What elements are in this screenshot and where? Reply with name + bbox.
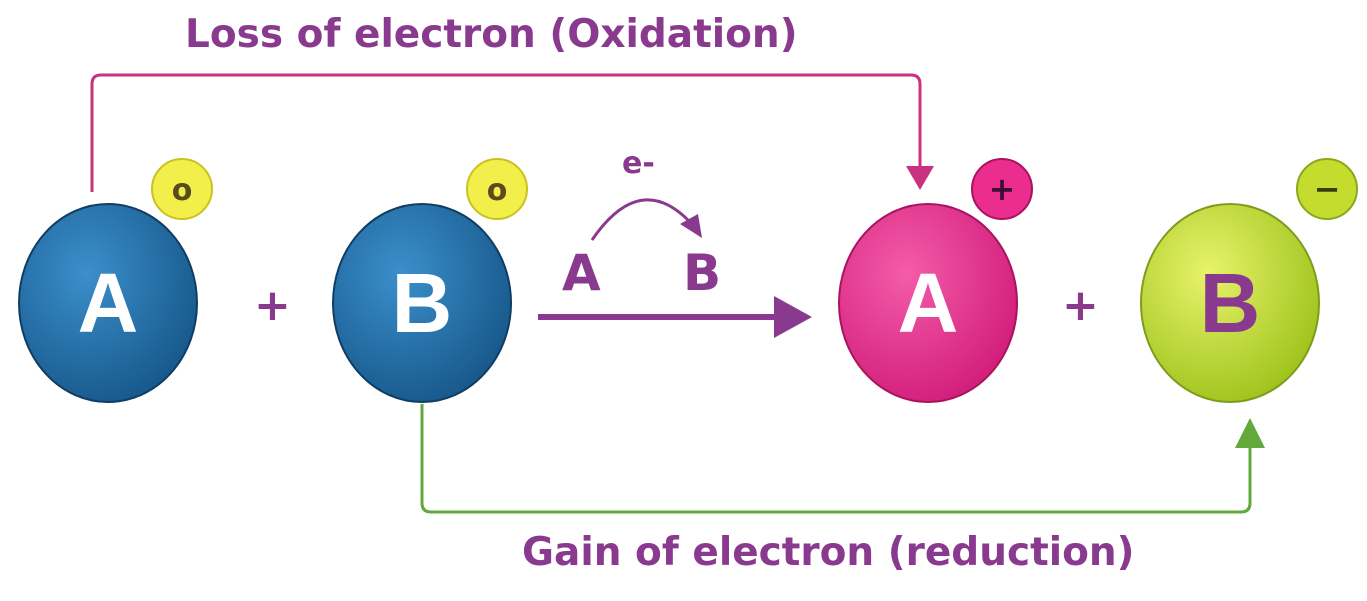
atom-b-reactant-letter: B [392,256,453,350]
electron-label: e- [622,146,655,181]
electron-transfer-arrowhead [680,214,702,238]
atom-b-reactant-charge: o [487,173,508,208]
atom-a-reactant-charge: o [172,173,193,208]
transfer-to-label: B [683,244,722,302]
atom-b-reactant-charge-badge [466,158,528,220]
atom-b-product-charge-badge [1296,158,1358,220]
atom-a-product-charge: + [989,170,1016,208]
atom-a-reactant-letter: A [78,256,139,350]
oxidation-arrowhead [906,166,934,190]
atom-b-reactant: B o [332,158,528,403]
electron-transfer-arc [590,198,692,241]
plus-sign-reactants: + [254,280,291,331]
plus-sign-products: + [1062,280,1099,331]
reaction-arrowhead [774,296,812,338]
atom-a-product-letter: A [898,256,959,350]
reduction-arrowhead [1235,418,1265,448]
transfer-from-label: A [562,244,601,302]
reduction-path [420,404,1252,514]
atom-a-product-charge-badge [971,158,1033,220]
atom-b-product: B − [1140,158,1358,403]
reduction-label: Gain of electron (reduction) [522,530,1135,575]
atom-a-reactant: A o [18,158,213,403]
atom-b-product-letter: B [1200,256,1261,350]
atom-a-reactant-charge-badge [151,158,213,220]
atom-b-product-charge: − [1314,170,1341,208]
oxidation-label: Loss of electron (Oxidation) [185,12,798,57]
oxidation-path [90,73,922,192]
atom-a-product: A + [838,158,1033,403]
